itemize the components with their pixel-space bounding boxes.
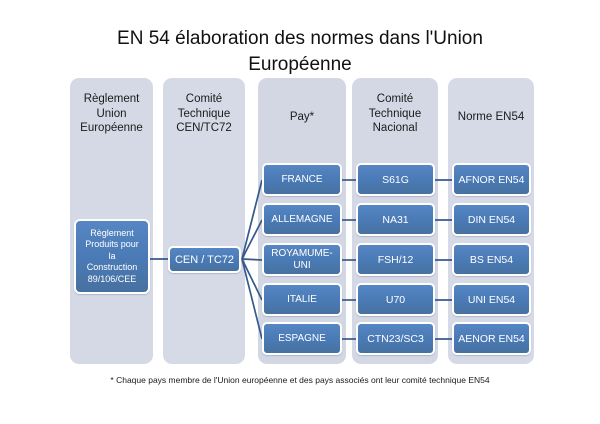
node-committee-na31[interactable]: NA31 xyxy=(356,203,435,236)
node-country-france[interactable]: FRANCE xyxy=(262,163,342,196)
node-country-allemagne[interactable]: ALLEMAGNE xyxy=(262,203,342,236)
column-header-reglement-ue: Règlement Union Européenne xyxy=(80,93,143,134)
column-header-pays: Pay* xyxy=(289,111,315,123)
node-norme-din-en54[interactable]: DIN EN54 xyxy=(452,203,531,236)
footnote: * Chaque pays membre de l'Union européen… xyxy=(110,375,490,385)
node-norme-afnor-en54[interactable]: AFNOR EN54 xyxy=(452,163,531,196)
column-header-comite-cen: Comité Technique CEN/TC72 xyxy=(176,93,232,134)
connector-cen-allemagne xyxy=(241,219,263,260)
column-panel-comite-cen: Comité Technique CEN/TC72 xyxy=(163,78,245,364)
column-header-norme: Norme EN54 xyxy=(457,111,525,123)
node-country-royaume-uni[interactable]: ROYAMUME- UNI xyxy=(262,243,342,276)
node-committee-s61g[interactable]: S61G xyxy=(356,163,435,196)
node-cen-tc72[interactable]: CEN / TC72 xyxy=(168,246,241,273)
node-reglement-produits-construction[interactable]: Règlement Produits pour la Construction … xyxy=(74,219,150,294)
connector-cen-france xyxy=(241,179,263,260)
node-committee-fsh12[interactable]: FSH/12 xyxy=(356,243,435,276)
node-country-italie[interactable]: ITALIE xyxy=(262,283,342,316)
node-committee-ctn23-sc3[interactable]: CTN23/SC3 xyxy=(356,322,435,355)
connector-cen-espagne xyxy=(241,258,263,340)
node-norme-uni-en54[interactable]: UNI EN54 xyxy=(452,283,531,316)
column-header-comite-nacional: Comité Technique Nacional xyxy=(368,93,422,134)
page-title: EN 54 élaboration des normes dans l'Unio… xyxy=(117,28,483,75)
connector-cen-royaume-uni xyxy=(241,258,263,261)
node-norme-bs-en54[interactable]: BS EN54 xyxy=(452,243,531,276)
node-committee-u70[interactable]: U70 xyxy=(356,283,435,316)
node-country-espagne[interactable]: ESPAGNE xyxy=(262,322,342,355)
node-norme-aenor-en54[interactable]: AENOR EN54 xyxy=(452,322,531,355)
connector-cen-italie xyxy=(241,258,263,301)
